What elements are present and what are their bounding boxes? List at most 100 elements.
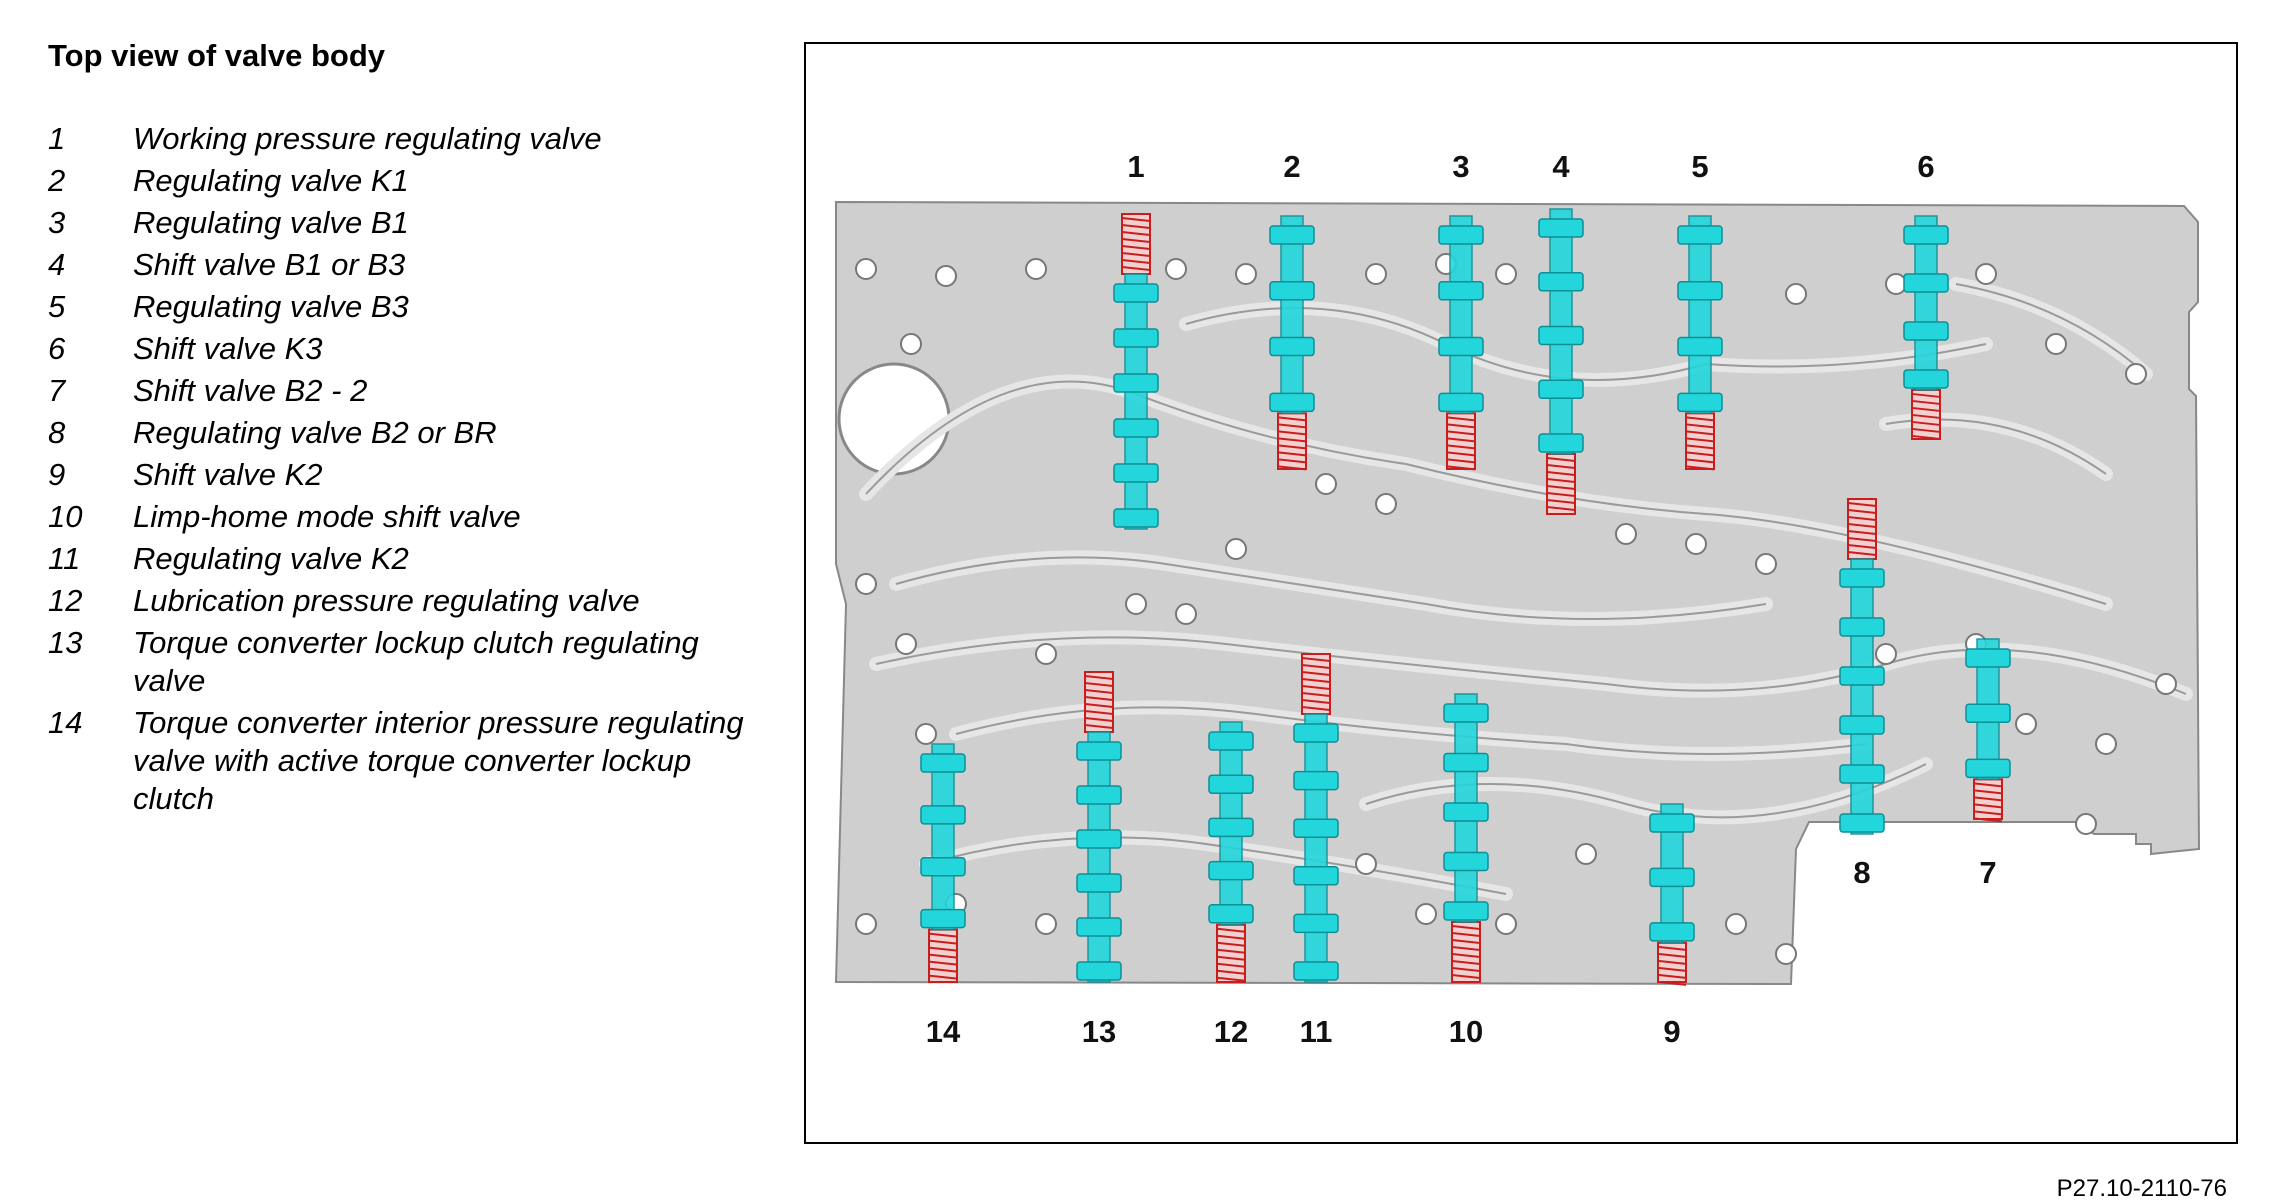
valve-land xyxy=(1076,829,1122,849)
spring-coil xyxy=(1973,789,2003,795)
spring-coil xyxy=(1657,966,1687,972)
valve-land xyxy=(1076,785,1122,805)
callout-label: 14 xyxy=(926,1014,961,1049)
spring-coil xyxy=(1685,430,1715,436)
channel-edge xyxy=(925,836,1507,895)
callout-label: 5 xyxy=(1691,149,1708,184)
spring-coil xyxy=(1847,551,1877,556)
spring-coil xyxy=(1301,671,1331,676)
spring-coil xyxy=(1451,953,1481,958)
valve-land xyxy=(1538,272,1584,292)
callout-label: 6 xyxy=(1917,149,1934,184)
spring-coil xyxy=(1446,416,1476,422)
valve-land xyxy=(920,857,966,877)
spring-coil xyxy=(1216,976,1246,982)
legend-number: 3 xyxy=(48,205,66,240)
spring-coil xyxy=(1121,238,1151,243)
valve-land xyxy=(1443,703,1489,723)
spring-coil xyxy=(1084,724,1114,729)
valve-land xyxy=(1293,818,1339,838)
spring-coil xyxy=(1911,413,1941,419)
channel-edge xyxy=(895,556,1767,620)
spring xyxy=(1121,213,1151,275)
legend-number: 13 xyxy=(48,625,83,660)
spring-coil xyxy=(1685,416,1715,422)
spring-coil xyxy=(1121,259,1151,264)
spring-coil xyxy=(1685,437,1715,443)
legend-text: Regulating valve K2 xyxy=(133,541,409,576)
callout-label: 10 xyxy=(1449,1014,1483,1049)
spring-coil xyxy=(1301,678,1331,683)
valve-land xyxy=(1076,873,1122,893)
spring-coil xyxy=(1301,692,1331,697)
spring xyxy=(1451,921,1481,983)
valve-land xyxy=(1208,817,1254,838)
spring-coil xyxy=(1911,420,1941,426)
spring-coil xyxy=(1685,465,1715,471)
legend-number: 12 xyxy=(48,583,83,618)
valve-land xyxy=(1839,813,1885,833)
spring-coil xyxy=(1277,451,1307,457)
legend-number: 9 xyxy=(48,457,66,492)
spring-coil xyxy=(1973,796,2003,802)
spring-coil xyxy=(1911,427,1941,433)
callout-label: 7 xyxy=(1979,855,1996,890)
bolt-hole xyxy=(2095,733,2117,755)
valve-land xyxy=(1538,325,1584,346)
bolt-hole xyxy=(2155,673,2177,695)
valve-land xyxy=(920,753,966,773)
spring-coil xyxy=(1546,471,1576,476)
bolt-hole xyxy=(2075,813,2097,835)
callout-label: 3 xyxy=(1452,149,1469,184)
valve-land xyxy=(1113,508,1159,528)
legend-number: 14 xyxy=(48,705,83,740)
valve-land xyxy=(1113,418,1159,438)
bolt-hole xyxy=(855,573,877,595)
valve-land xyxy=(1113,283,1159,303)
valve-land xyxy=(1443,851,1489,872)
spring xyxy=(1301,653,1331,715)
spring-coil xyxy=(1446,430,1476,436)
legend-text: Lubrication pressure regulating valve xyxy=(133,583,640,618)
spring-coil xyxy=(928,939,958,945)
valve-spool xyxy=(1280,215,1304,415)
bolt-hole xyxy=(1785,283,1807,305)
spring-coil xyxy=(1546,478,1576,483)
callout-label: 2 xyxy=(1283,149,1300,184)
spring-coil xyxy=(928,960,958,966)
spring-coil xyxy=(1301,706,1331,711)
spring-coil xyxy=(1277,437,1307,443)
legend-text: Regulating valve B3 xyxy=(133,289,409,324)
callout-label: 13 xyxy=(1082,1014,1116,1049)
spring-coil xyxy=(1084,682,1114,687)
spring-coil xyxy=(1657,945,1687,951)
spring-coil xyxy=(1121,266,1151,271)
spring-coil xyxy=(1451,939,1481,944)
valve-land xyxy=(1443,802,1489,822)
spring-coil xyxy=(928,932,958,938)
spring-coil xyxy=(928,967,958,973)
spring-coil xyxy=(928,946,958,952)
bolt-hole xyxy=(1775,943,1797,965)
valve-land xyxy=(1965,648,2011,668)
valve-land xyxy=(1677,225,1723,245)
spring-coil xyxy=(1546,464,1576,469)
legend-text: Working pressure regulating valve xyxy=(133,121,602,156)
legend-number: 1 xyxy=(48,121,66,156)
callout-label: 12 xyxy=(1214,1014,1248,1049)
valve-land xyxy=(1076,917,1122,937)
spring-coil xyxy=(1121,231,1151,236)
spring-coil xyxy=(1121,224,1151,229)
spring-coil xyxy=(1911,392,1941,398)
callout-group: 1 2 3 4 5 6 8 7 14 13 12 11 10 9 xyxy=(926,149,1997,1049)
legend-text: Shift valve B2 - 2 xyxy=(133,373,368,408)
valve-land xyxy=(1113,328,1159,348)
spring-coil xyxy=(1451,967,1481,972)
valve-land xyxy=(1293,723,1339,743)
